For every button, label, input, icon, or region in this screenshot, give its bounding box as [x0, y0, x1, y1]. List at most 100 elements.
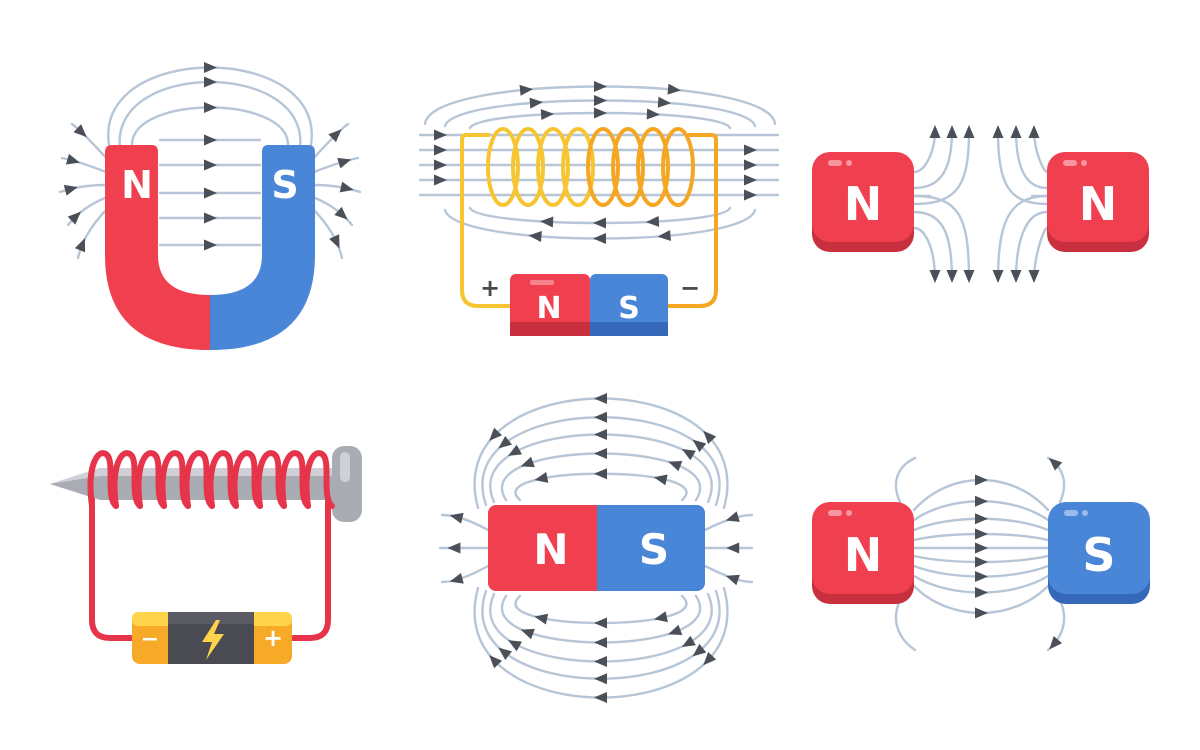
field-arrow-icon [645, 215, 660, 227]
field-arrow-icon [1010, 125, 1022, 138]
field-line [440, 564, 490, 584]
field-arrow-icon [725, 574, 740, 586]
field-arrow-icon [204, 187, 217, 199]
field-arrow-icon [593, 94, 607, 106]
field-arrow-icon [946, 125, 958, 138]
repel-left-label: N [844, 177, 883, 231]
field-arrow-icon [65, 153, 80, 165]
coil-turn [611, 127, 645, 207]
coil-turn [255, 450, 287, 509]
field-line [481, 589, 721, 680]
horseshoe-south-label: S [271, 163, 298, 207]
field-line [1014, 210, 1049, 282]
bar-south-label: S [639, 525, 669, 574]
nail-coil [87, 450, 335, 509]
field-arrow-icon [203, 76, 217, 88]
field-arrow-icon [744, 159, 757, 171]
field-arrow-icon [540, 216, 554, 228]
field-arrow-icon [593, 232, 607, 244]
field-arrow-icon [520, 456, 535, 468]
field-arrow-icon [646, 108, 660, 120]
attract-right-magnet: S [1048, 502, 1150, 604]
field-arrow-icon [337, 157, 352, 169]
field-arrow-icon [204, 239, 217, 251]
horseshoe-north-arm [105, 145, 210, 350]
field-arrow-icon [74, 238, 86, 253]
field-line [60, 156, 108, 174]
field-arrow-icon [529, 97, 543, 109]
field-arrow-icon [1028, 270, 1040, 283]
coil-turn [636, 127, 670, 207]
field-line [66, 196, 107, 227]
horseshoe-magnet-panel: N S [58, 61, 362, 350]
field-arrow-icon [507, 640, 522, 652]
field-arrow-icon [594, 617, 608, 629]
field-arrow-icon [449, 512, 464, 524]
field-arrow-icon [449, 572, 464, 584]
electromagnet-minus-sign: − [141, 627, 159, 652]
field-arrow-icon [992, 125, 1004, 138]
field-arrow-icon [653, 474, 668, 486]
coil-turn [511, 127, 545, 207]
field-arrow-icon [667, 83, 681, 95]
field-arrow-icon [594, 448, 608, 460]
field-arrow-icon [946, 270, 958, 283]
attract-field-lines [894, 456, 1066, 652]
horseshoe-field-lines [58, 61, 362, 260]
field-arrow-icon [594, 636, 608, 648]
field-arrow-icon [1010, 270, 1022, 283]
solenoid-field-lines [418, 80, 780, 244]
field-arrow-icon [974, 528, 988, 540]
field-arrow-icon [654, 611, 668, 623]
coil-turn [87, 450, 119, 509]
lightning-bolt-icon [202, 620, 224, 660]
bar-north-label: N [533, 525, 568, 574]
field-arrow-icon [929, 125, 941, 138]
field-line [76, 208, 108, 260]
repel-left-magnet: N [812, 152, 914, 252]
field-line [894, 598, 917, 652]
field-arrow-icon [203, 61, 217, 73]
field-arrow-icon [594, 429, 608, 441]
field-arrow-icon [339, 181, 354, 193]
field-arrow-icon [974, 607, 988, 619]
field-arrow-icon [447, 542, 461, 554]
field-arrow-icon [434, 174, 447, 186]
solenoid-coil [466, 127, 712, 207]
field-arrow-icon [974, 474, 988, 486]
field-arrow-icon [593, 80, 607, 92]
field-arrow-icon [520, 628, 535, 640]
field-line [423, 85, 777, 126]
solenoid-south-label: S [618, 291, 640, 326]
field-arrow-icon [992, 270, 1004, 283]
field-line [312, 156, 360, 174]
field-arrow-icon [692, 439, 707, 453]
field-arrow-icon [329, 234, 340, 249]
field-arrow-icon [681, 449, 696, 461]
coil-turn [486, 127, 520, 207]
coil-turn [561, 127, 595, 207]
field-arrow-icon [974, 513, 988, 525]
coil-turn [279, 450, 311, 509]
field-line [313, 196, 354, 227]
field-arrow-icon [489, 655, 503, 669]
field-arrow-icon [668, 460, 683, 472]
field-arrow-icon [1048, 457, 1063, 471]
field-line [912, 478, 1050, 512]
solenoid-plus-sign: + [480, 274, 500, 302]
bar-magnet: N S [488, 505, 705, 591]
field-arrow-icon [963, 270, 975, 283]
field-arrow-icon [204, 134, 217, 146]
coil-turn [135, 450, 167, 509]
field-arrow-icon [67, 211, 81, 225]
bar-field-lines [438, 393, 754, 703]
field-arrow-icon [507, 444, 522, 456]
attract-left-magnet: N [812, 502, 914, 604]
field-arrow-icon [528, 231, 542, 242]
field-line [1014, 128, 1049, 190]
attract-left-label: N [844, 528, 883, 582]
solenoid-north-label: N [536, 291, 561, 326]
field-line [481, 416, 721, 507]
attract-right-label: S [1082, 528, 1115, 582]
field-arrow-icon [203, 101, 217, 113]
